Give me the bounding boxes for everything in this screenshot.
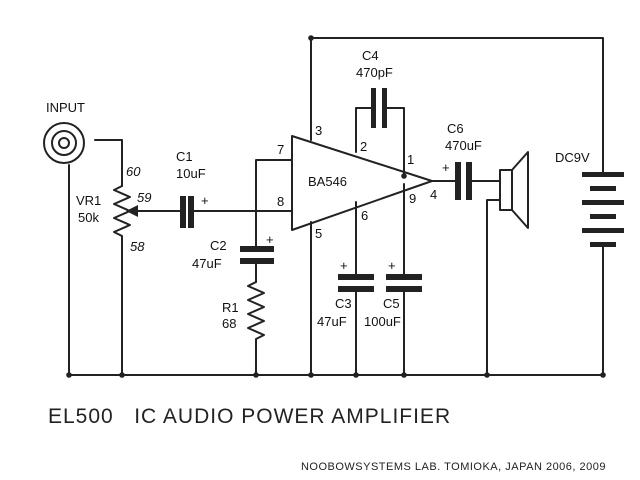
c6-value-label: 470uF [445, 138, 482, 153]
c1-name-label: C1 [176, 149, 193, 164]
c2-plus-label: + [266, 232, 274, 247]
speaker-ground-wire [486, 199, 501, 376]
input-jack [43, 122, 85, 164]
c6-capacitor [455, 162, 472, 200]
c4-name-label: C4 [362, 48, 379, 63]
junction-dot [308, 35, 314, 41]
junction-dot [308, 372, 314, 378]
r1-resistor [247, 281, 265, 343]
c1-plus-label: + [201, 193, 209, 208]
c5-name-label: C5 [383, 296, 400, 311]
pin-2-label: 2 [360, 139, 367, 154]
junction-dot [253, 372, 259, 378]
page-title: EL500 IC AUDIO POWER AMPLIFIER [48, 405, 451, 428]
junction-dot [401, 173, 407, 179]
pin-4-label: 4 [430, 187, 437, 202]
vr1-pin-bottom-label: 58 [130, 239, 145, 254]
pin-8-label: 8 [277, 194, 284, 209]
c4-value-label: 470pF [356, 65, 393, 80]
wires [68, 37, 604, 376]
pin-9-label: 9 [409, 191, 416, 206]
c2-capacitor [240, 246, 274, 264]
junction-dot [66, 372, 72, 378]
battery [582, 172, 624, 247]
c1-capacitor [180, 196, 194, 228]
vr1-pin-top-label: 60 [126, 164, 141, 179]
c3-name-label: C3 [335, 296, 352, 311]
c5-plus-label: + [388, 258, 396, 273]
junction-dot [119, 372, 125, 378]
c5-capacitor [386, 274, 422, 292]
c4-right-wire [385, 107, 405, 177]
junctions [66, 35, 606, 378]
vr1-value-label: 50k [78, 210, 99, 225]
battery-label: DC9V [555, 150, 590, 165]
junction-dot [484, 372, 490, 378]
c6-plus-label: + [442, 160, 450, 175]
c3-plus-label: + [340, 258, 348, 273]
ic-name-label: BA546 [308, 174, 347, 189]
speaker [499, 151, 529, 229]
c3-value-label: 47uF [317, 314, 347, 329]
ba546-ic [291, 135, 433, 231]
c1-value-label: 10uF [176, 166, 206, 181]
pin-1-label: 1 [407, 152, 414, 167]
junction-dot [600, 372, 606, 378]
c2-value-label: 47uF [192, 256, 222, 271]
c5-value-label: 100uF [364, 314, 401, 329]
r1-name-label: R1 [222, 300, 239, 315]
vr1-name-label: VR1 [76, 193, 101, 208]
pin-6-label: 6 [361, 208, 368, 223]
c6-name-label: C6 [447, 121, 464, 136]
input-jack-signal [94, 139, 123, 187]
c2-name-label: C2 [210, 238, 227, 253]
pin-5-label: 5 [315, 226, 322, 241]
c3-capacitor [338, 274, 374, 292]
pin-3-label: 3 [315, 123, 322, 138]
supply-rail [310, 37, 604, 173]
pin-7-label: 7 [277, 142, 284, 157]
junction-dot [401, 372, 407, 378]
input-label: INPUT [46, 100, 85, 115]
vr1-potentiometer [113, 185, 149, 245]
pin7-wire [255, 159, 293, 249]
credit-line: NOOBOWSYSTEMS LAB. TOMIOKA, JAPAN 2006, … [301, 461, 606, 473]
junction-dot [353, 372, 359, 378]
c4-capacitor [371, 88, 387, 128]
c4-left-wire [355, 107, 373, 153]
r1-value-label: 68 [222, 316, 236, 331]
vr1-pin-wiper-label: 59 [137, 190, 151, 205]
